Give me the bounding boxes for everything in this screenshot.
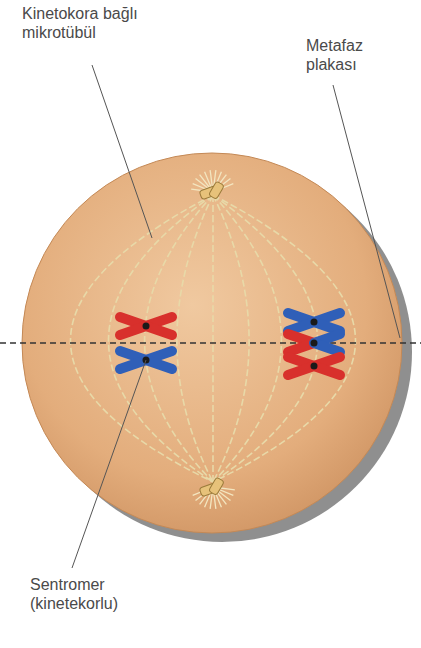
microtubule [71,195,214,482]
centriole [199,477,224,497]
chromosome [288,357,340,375]
centriole [199,181,224,200]
metaphase-plate [0,342,421,343]
microtubule [145,195,213,482]
microtubule [109,195,214,482]
microtubule [213,195,281,482]
microtubule [213,195,356,482]
callout-label: Metafaz plakası [306,36,378,74]
microtubule [177,195,213,482]
microtubule [213,195,318,482]
spindle [71,195,356,482]
microtubule [213,195,249,482]
chromosome [120,317,172,335]
chromosome [288,334,340,352]
leader-lines [72,65,400,568]
callout-label: Kinetokora bağlı mikrotübül [22,4,147,42]
microtubule [212,195,214,482]
chromosomes [120,313,340,375]
chromosome [288,313,340,331]
aster [191,170,235,509]
callout-label: Sentromer (kinetekorlu) [30,575,145,613]
